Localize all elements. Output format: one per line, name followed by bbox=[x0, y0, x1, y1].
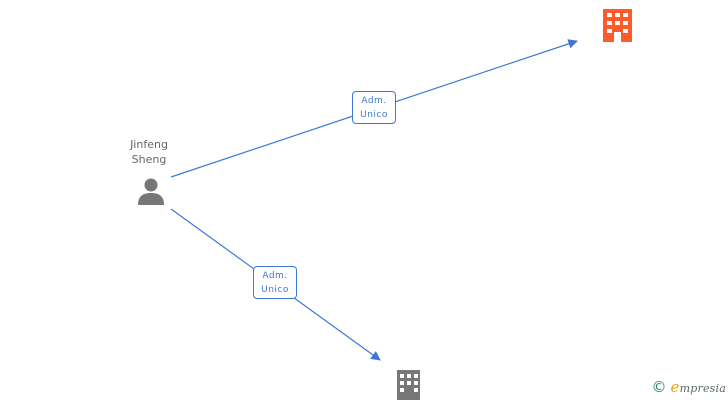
brand-initial: e bbox=[670, 378, 680, 396]
relation-label-role: Adm. bbox=[262, 271, 288, 281]
relation-label-type: Unico bbox=[360, 110, 388, 120]
person-icon[interactable] bbox=[138, 178, 164, 206]
brand-logo: empresia bbox=[671, 378, 726, 396]
person-name[interactable]: Jinfeng Sheng bbox=[130, 138, 168, 166]
relation-label-2[interactable]: Adm. Unico bbox=[253, 266, 297, 299]
copyright-icon: © bbox=[651, 378, 667, 396]
copyright-credit: © empresia bbox=[652, 377, 726, 397]
company-building-icon-2[interactable] bbox=[397, 370, 420, 400]
brand-name: mpresia bbox=[679, 382, 726, 395]
relation-label-1[interactable]: Adm. Unico bbox=[352, 91, 396, 124]
relation-label-role: Adm. bbox=[361, 96, 387, 106]
relation-label-type: Unico bbox=[261, 285, 289, 295]
company-building-icon-1[interactable] bbox=[603, 9, 632, 42]
